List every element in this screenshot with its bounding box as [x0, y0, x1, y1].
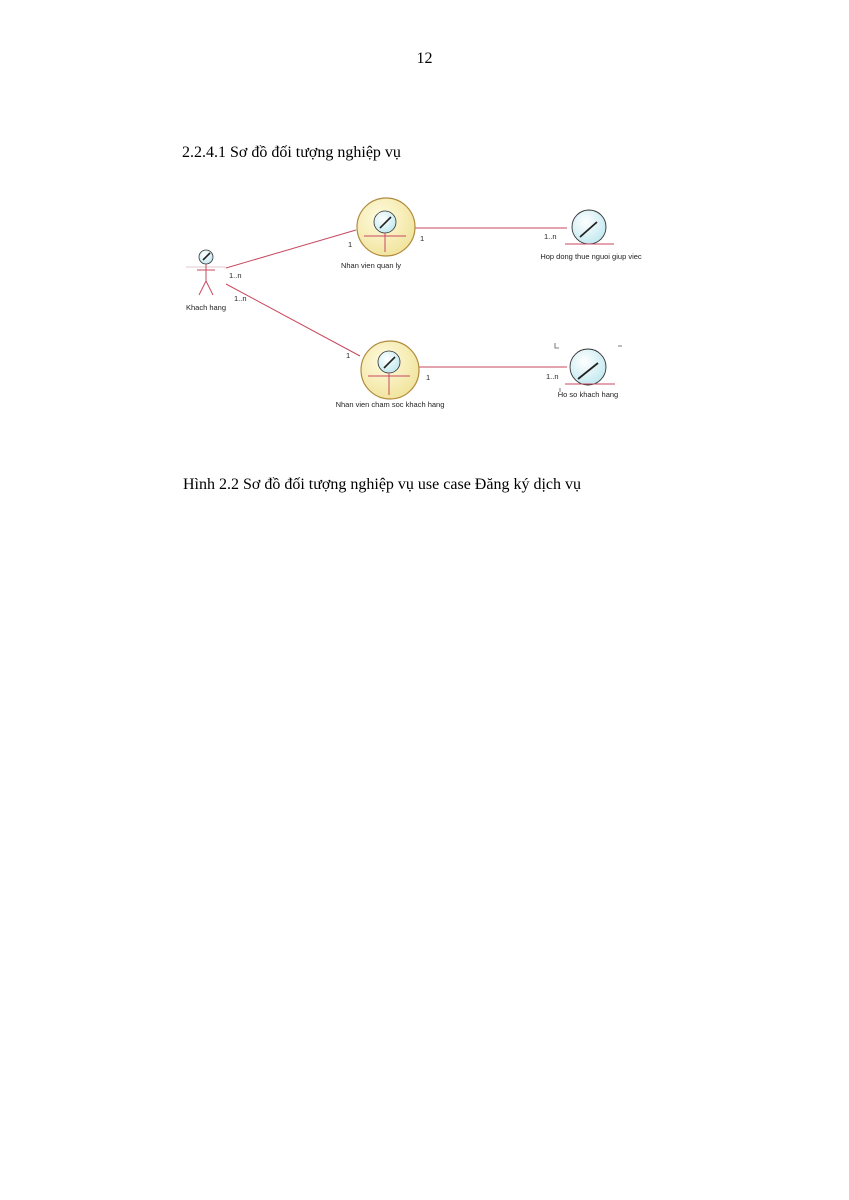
- multiplicity-label: 1: [426, 373, 430, 382]
- associations: [225, 227, 567, 368]
- association-actor-manager: [225, 229, 357, 269]
- multiplicity-label: 1..n: [544, 232, 557, 241]
- multiplicity-label: 1: [346, 351, 350, 360]
- multiplicity-label: 1..n: [546, 372, 559, 381]
- multiplicity-label: 1..n: [234, 294, 247, 303]
- business-worker-cham-soc: [360, 340, 420, 400]
- section-heading: 2.2.4.1 Sơ đồ đối tượng nghiệp vụ: [182, 144, 401, 161]
- multiplicity-label: 1: [348, 240, 352, 249]
- association-actor-care: [225, 283, 361, 357]
- multiplicity-label: 1: [420, 234, 424, 243]
- page-number: 12: [416, 50, 433, 67]
- business-worker-quan-ly: [356, 197, 416, 257]
- actor-khach-hang: [186, 249, 226, 296]
- multiplicity-label: 1..n: [229, 271, 242, 280]
- actor-label: Khach hang: [186, 303, 226, 312]
- business-entity-ho-so: [554, 343, 622, 392]
- figure-caption: Hình 2.2 Sơ đồ đối tượng nghiệp vụ use c…: [183, 476, 581, 493]
- worker-label-cham-soc: Nhan vien cham soc khach hang: [336, 400, 445, 409]
- business-entity-hop-dong: [565, 209, 614, 245]
- worker-label-quan-ly: Nhan vien quan ly: [341, 261, 401, 270]
- entity-label-ho-so: Ho so khach hang: [558, 390, 618, 399]
- entity-label-hop-dong: Hop dong thue nguoi giup viec: [540, 252, 642, 261]
